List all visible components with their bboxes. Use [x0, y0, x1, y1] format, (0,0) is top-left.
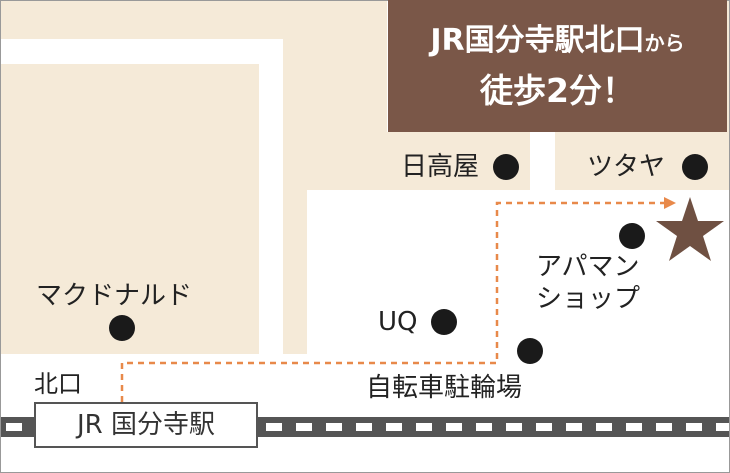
- station-label-box: JR 国分寺駅: [34, 402, 258, 448]
- block-right-edge: [727, 0, 730, 132]
- route-arrow-head: [664, 197, 676, 209]
- label-hidakaya: 日高屋: [401, 152, 480, 182]
- rail-ties: [6, 423, 730, 431]
- road-horizontal-top: [0, 39, 283, 64]
- block-left: [0, 64, 259, 354]
- road-horizontal-main: [307, 190, 730, 212]
- star-icon: [656, 197, 724, 261]
- block-center: [307, 0, 387, 190]
- marker-mcdonalds: [109, 315, 135, 341]
- callout-station-text: JR国分寺駅北口: [430, 23, 645, 58]
- route-dashed-path: [120, 201, 665, 402]
- block-mid-road-left: [259, 0, 283, 39]
- label-apaman: アパマン: [536, 252, 640, 282]
- road-vertical-right: [530, 132, 555, 190]
- marker-apaman: [619, 223, 645, 249]
- label-north-exit: 北口: [34, 370, 82, 398]
- block-top-left-strip: [0, 0, 283, 39]
- marker-hidakaya: [493, 154, 519, 180]
- road-vertical-center-fill: [283, 0, 307, 342]
- label-mcdonalds: マクドナルド: [36, 281, 193, 311]
- callout-from-text: から: [644, 31, 685, 55]
- label-shop: ショップ: [536, 284, 641, 314]
- marker-tsutaya: [682, 154, 708, 180]
- road-lower-area: [307, 212, 730, 354]
- label-uq: UQ: [378, 307, 418, 337]
- marker-bicycle-parking: [517, 338, 543, 364]
- marker-uq: [431, 309, 457, 335]
- label-bicycle-parking: 自転車駐輪場: [366, 373, 523, 403]
- callout-line-1: JR国分寺駅北口から: [388, 26, 727, 56]
- access-callout: JR国分寺駅北口から 徒歩2分！: [388, 0, 727, 132]
- callout-line-2: 徒歩2分！: [480, 71, 635, 110]
- label-tsutaya: ツタヤ: [587, 152, 666, 182]
